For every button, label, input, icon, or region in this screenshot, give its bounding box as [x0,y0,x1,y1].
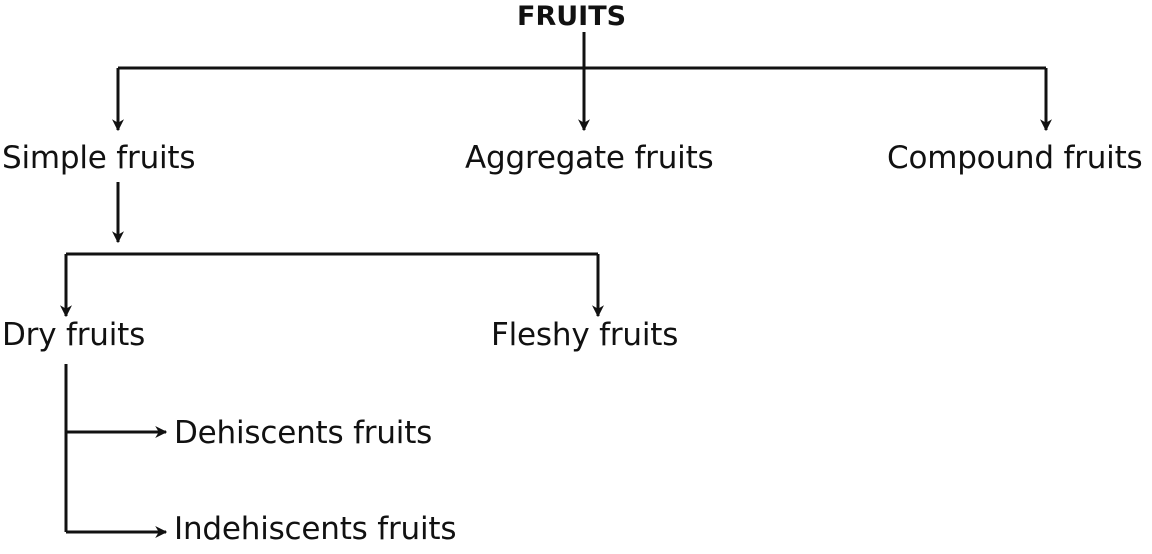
dehiscent-fruits-label: Dehiscents fruits [174,415,433,451]
simple-fruits-label: Simple fruits [2,140,196,176]
aggregate-fruits-label: Aggregate fruits [465,140,714,176]
indehiscent-fruits-label: Indehiscents fruits [174,511,457,547]
dry-fruits-label: Dry fruits [2,317,146,353]
fruits-title: FRUITS [517,1,627,32]
compound-fruits-label: Compound fruits [887,140,1143,176]
fleshy-fruits-label: Fleshy fruits [491,317,679,353]
